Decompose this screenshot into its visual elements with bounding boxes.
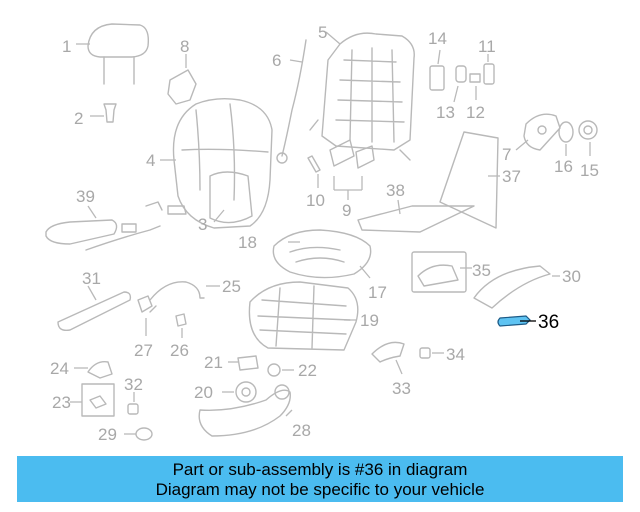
part-13-knob [453,65,467,103]
part-14-switch [429,49,445,91]
callout-9: 9 [342,201,351,220]
callout-33: 33 [392,379,411,398]
part-9-clips [329,139,375,200]
callout-4: 4 [146,151,155,170]
callout-25: 25 [222,277,241,296]
callout-38: 38 [386,181,405,200]
callout-labels: 1 2 3 4 5 6 7 8 9 10 11 12 13 14 15 16 1… [50,23,599,444]
part-1-headrest [76,23,150,85]
callout-14: 14 [428,29,447,48]
callout-8: 8 [180,37,189,56]
callout-15: 15 [580,161,599,180]
callout-3: 3 [198,215,207,234]
callout-32: 32 [124,375,143,394]
callout-2: 2 [74,109,83,128]
callout-7: 7 [502,145,511,164]
part-29-knob [124,427,153,441]
callout-23: 23 [52,393,71,412]
callout-20: 20 [194,383,213,402]
part-22-cap [267,363,294,377]
part-36-highlighted[interactable] [497,315,536,327]
callout-18: 18 [238,233,257,252]
part-39-side-airbag [45,201,187,251]
info-banner: Part or sub-assembly is #36 in diagram D… [17,456,623,502]
parts-diagram: 1 2 3 4 5 6 7 8 9 10 11 12 13 14 15 16 1… [45,23,599,444]
callout-6: 6 [272,51,281,70]
callout-13: 13 [436,103,455,122]
callout-27: 27 [134,341,153,360]
part-37-back-panel [439,131,500,229]
part-4-seatback-cover [160,97,273,229]
callout-1: 1 [62,37,71,56]
part-27-connector [137,295,157,336]
part-24-bracket [74,361,113,379]
callout-17: 17 [368,283,387,302]
callout-26: 26 [170,341,189,360]
callout-36[interactable]: 36 [538,312,559,333]
part-17-seat-cushion [272,229,372,279]
part-34-cap [419,347,444,359]
part-10-pin [307,155,321,188]
callout-28: 28 [292,421,311,440]
part-21-bracket [228,355,259,371]
part-16-ring [558,121,574,156]
callout-22: 22 [298,361,317,380]
callout-35: 35 [472,261,491,280]
banner-line-2: Diagram may not be specific to your vehi… [155,480,485,499]
part-20-gear [222,381,257,403]
part-6-cable [276,39,307,164]
callout-31: 31 [82,269,101,288]
part-38-pad [357,199,475,233]
callout-16: 16 [554,157,573,176]
callout-10: 10 [306,191,325,210]
part-28-side-cover [198,384,293,437]
part-26-clip [175,313,187,338]
part-31-side-trim [57,285,132,332]
part-15-gear [578,120,598,156]
callout-19: 19 [360,311,379,330]
part-23-kit [70,383,115,417]
part-2-guide [90,103,117,123]
callout-34: 34 [446,345,465,364]
callout-39: 39 [76,187,95,206]
part-12-clip [469,73,481,100]
callout-12: 12 [466,103,485,122]
callout-29: 29 [98,425,117,444]
part-5-seatback-frame [309,31,415,161]
callout-11: 11 [478,37,496,56]
part-8-bracket [167,54,197,105]
part-19-seat-frame [248,281,359,351]
part-33-lever [371,341,405,375]
part-30-trim [473,265,560,309]
part-32-cap [127,392,139,415]
callout-5: 5 [318,23,327,42]
part-35-control-module [411,251,472,293]
banner-line-1: Part or sub-assembly is #36 in diagram [172,460,468,479]
callout-24: 24 [50,359,69,378]
part-11-knob [483,54,495,85]
part-7-recliner-plate [515,113,561,151]
callout-21: 21 [204,353,223,372]
callout-30: 30 [562,267,581,286]
callout-37: 37 [502,167,521,186]
part-25-cable [149,281,220,301]
